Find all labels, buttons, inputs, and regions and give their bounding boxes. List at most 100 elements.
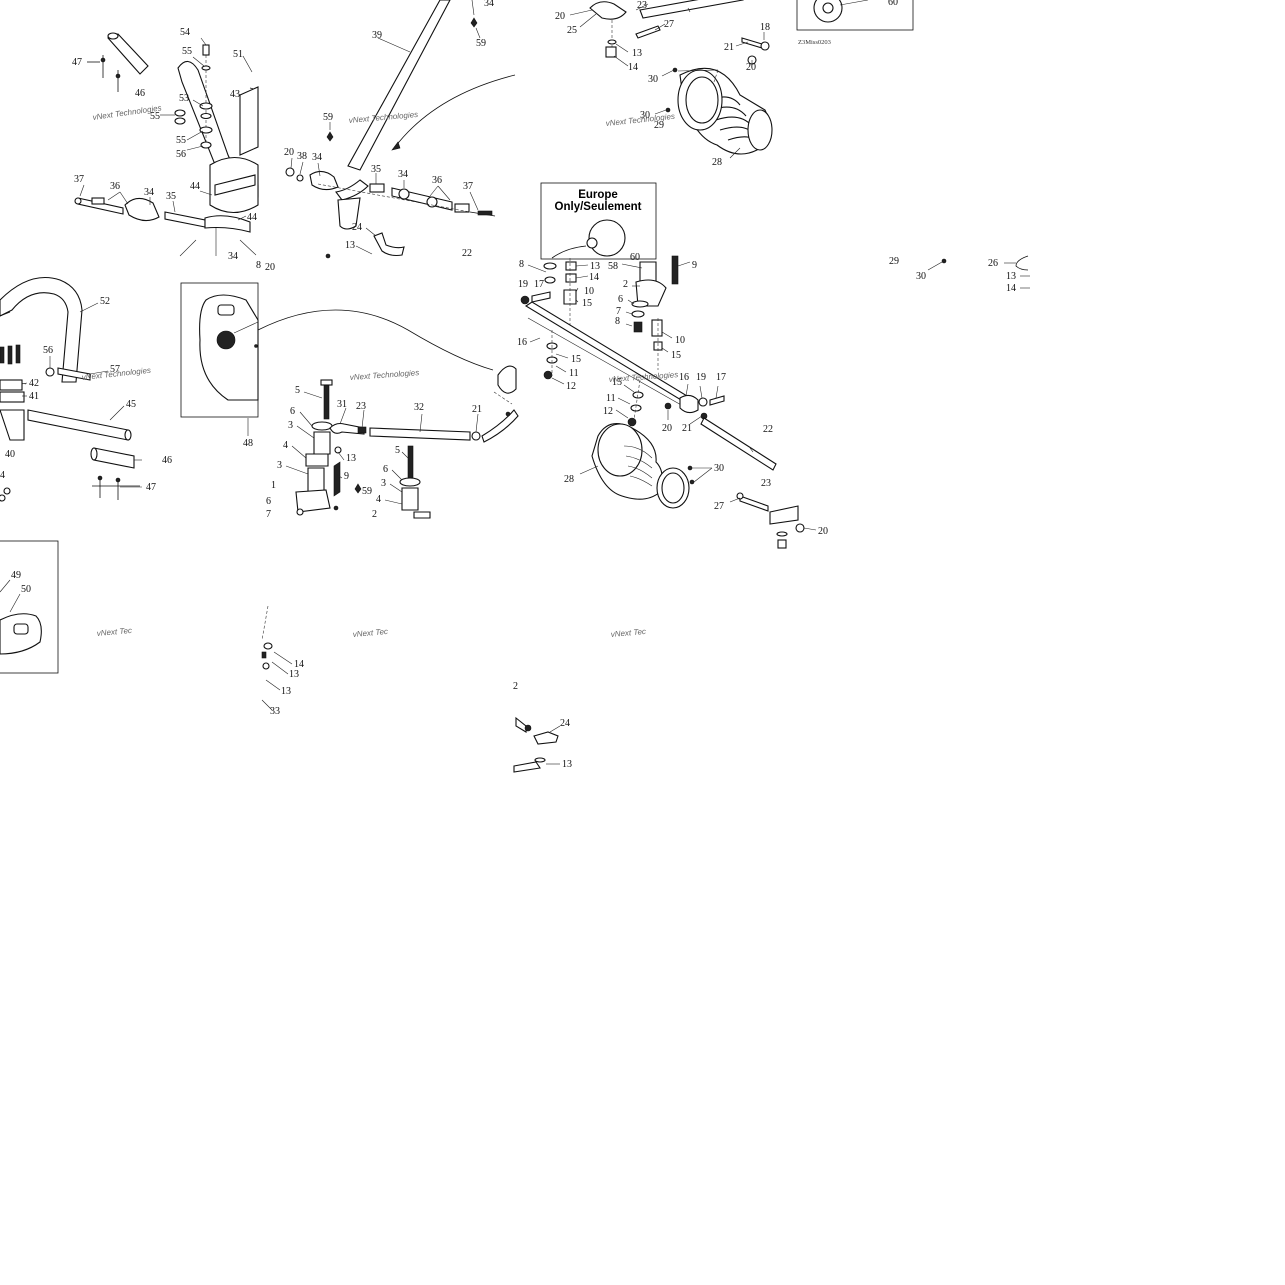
callout-23: 23 <box>637 0 647 11</box>
europe-only-box <box>540 182 657 260</box>
callout-8b: 8 <box>615 316 620 327</box>
callout-20: 20 <box>555 11 565 22</box>
callout-15: 15 <box>582 298 592 309</box>
callout-8: 8 <box>256 260 261 271</box>
callout-59: 59 <box>476 38 486 49</box>
callout-34c: 34 <box>312 152 322 163</box>
callout-2: 2 <box>372 509 377 520</box>
tile-steering-column: 39 34 59 59 20 38 34 35 34 36 37 24 13 2… <box>284 0 516 259</box>
callout-17: 17 <box>534 279 544 290</box>
callout-30: 30 <box>714 463 724 474</box>
europe-box-title-2: Only/Seulement <box>555 201 642 213</box>
callout-13: 13 <box>345 240 355 251</box>
callout-16b: 16 <box>679 372 689 383</box>
callout-55b: 55 <box>150 111 160 122</box>
callout-30b: 30 <box>640 110 650 121</box>
callout-18: 18 <box>760 22 770 33</box>
callout-9: 9 <box>692 260 697 271</box>
watermark-11: vNext Tec <box>352 627 388 639</box>
callout-24: 24 <box>352 222 362 233</box>
callout-19b: 19 <box>696 372 706 383</box>
callout-3: 3 <box>288 420 293 431</box>
callout-3c: 3 <box>381 478 386 489</box>
callout-56: 56 <box>176 149 186 160</box>
callout-11: 11 <box>569 368 579 379</box>
callout-6: 6 <box>290 406 295 417</box>
callout-22: 22 <box>462 248 472 259</box>
callout-10b: 10 <box>675 335 685 346</box>
callout-21: 21 <box>682 423 692 434</box>
callout-12b: 12 <box>603 406 613 417</box>
callout-25: 25 <box>567 25 577 36</box>
callout-22: 22 <box>763 424 773 435</box>
callout-42: 42 <box>29 378 39 389</box>
callout-2: 2 <box>623 279 628 290</box>
callout-58: 58 <box>608 261 618 272</box>
callout-34d: 34 <box>398 169 408 180</box>
grip-part <box>107 33 149 75</box>
callout-35: 35 <box>166 191 176 202</box>
callout-7: 7 <box>616 306 621 317</box>
callout-21: 21 <box>472 404 482 415</box>
callout-13: 13 <box>1006 271 1016 282</box>
callout-2: 2 <box>513 681 518 692</box>
callout-44: 44 <box>190 181 200 192</box>
callout-41: 41 <box>29 391 39 402</box>
callout-14: 14 <box>294 659 304 670</box>
handlebar-bend-part <box>0 276 83 383</box>
callout-11b: 11 <box>606 393 616 404</box>
callout-44b: 44 <box>247 212 257 223</box>
callout-15c: 15 <box>571 354 581 365</box>
callout-28: 28 <box>564 474 574 485</box>
callout-55c: 55 <box>176 135 186 146</box>
callout-14: 14 <box>628 62 638 73</box>
callout-4: 4 <box>0 470 5 481</box>
callout-36: 36 <box>110 181 120 192</box>
callout-24: 24 <box>560 718 570 729</box>
tile-handlebar-left: 47 46 54 55 51 43 53 55 55 56 37 36 34 3… <box>72 27 275 273</box>
tile-steering-arm: 5 6 3 4 3 1 6 7 31 23 13 9 59 32 21 5 6 … <box>257 309 519 520</box>
callout-3b: 3 <box>277 460 282 471</box>
callout-17b: 17 <box>716 372 726 383</box>
callout-39: 39 <box>372 30 382 41</box>
callout-48: 48 <box>243 438 253 449</box>
callout-45: 45 <box>126 399 136 410</box>
callout-13: 13 <box>562 759 572 770</box>
callout-13b: 13 <box>281 686 291 697</box>
callout-29: 29 <box>654 120 664 131</box>
callout-56: 56 <box>43 345 53 356</box>
callout-34: 34 <box>484 0 494 9</box>
callout-50: 50 <box>21 584 31 595</box>
europe-box-title-1: Europe <box>578 189 618 201</box>
callout-47: 47 <box>72 57 82 68</box>
callout-37: 37 <box>74 174 84 185</box>
callout-38: 38 <box>297 151 307 162</box>
callout-27: 27 <box>714 501 724 512</box>
callout-40: 40 <box>5 449 15 460</box>
tile-steering-linkage-right: 20 23 25 27 13 14 30 30 29 28 21 18 20 v… <box>555 0 773 168</box>
callout-28: 28 <box>712 157 722 168</box>
callout-35: 35 <box>371 164 381 175</box>
callout-52: 52 <box>100 296 110 307</box>
callout-14: 14 <box>589 272 599 283</box>
callout-59b: 59 <box>323 112 333 123</box>
callout-37: 37 <box>463 181 473 192</box>
tile-europe-linkage: Europe Only/Seulement <box>517 182 828 549</box>
callout-12: 12 <box>566 381 576 392</box>
callout-13: 13 <box>289 669 299 680</box>
steering-column-part <box>347 0 451 171</box>
callout-46: 46 <box>162 455 172 466</box>
callout-7: 7 <box>266 509 271 520</box>
callout-34: 34 <box>144 187 154 198</box>
callout-20: 20 <box>265 262 275 273</box>
watermark-12: vNext Tec <box>610 627 646 639</box>
callout-54: 54 <box>180 27 190 38</box>
tile-inset-48: 48 <box>180 282 259 449</box>
callout-30: 30 <box>916 271 926 282</box>
callout-30: 30 <box>648 74 658 85</box>
callout-4: 4 <box>283 440 288 451</box>
callout-23: 23 <box>761 478 771 489</box>
callout-13: 13 <box>632 48 642 59</box>
callout-33: 33 <box>270 706 280 717</box>
